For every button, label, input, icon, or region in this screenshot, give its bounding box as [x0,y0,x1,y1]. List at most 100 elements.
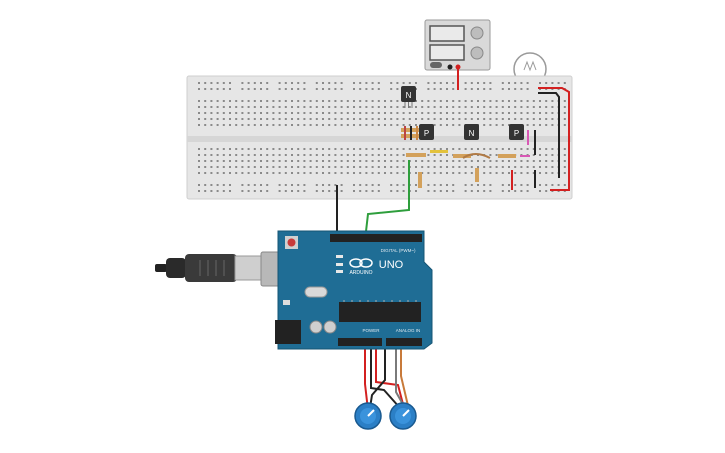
breadboard-hole [309,172,312,174]
breadboard-hole [458,106,461,108]
breadboard-hole [501,190,504,192]
breadboard-hole [272,148,275,150]
arduino-uno-board[interactable]: DIGITAL (PWM~) ARDUINO UNO [275,230,433,350]
breadboard-hole [551,106,554,108]
breadboard-hole [433,112,436,114]
breadboard-hole [402,172,405,174]
breadboard-hole [526,112,529,114]
breadboard-hole [371,184,374,186]
breadboard-hole [514,148,517,150]
breadboard-hole [260,118,262,120]
breadboard-hole [278,154,281,156]
breadboard-hole [501,148,504,150]
breadboard-hole [241,88,244,90]
breadboard-hole [520,82,523,84]
potentiometer-icon[interactable] [389,402,417,430]
svg-text:P: P [514,129,519,138]
breadboard-hole [210,118,213,120]
breadboard-hole [297,82,300,84]
transistor-p1[interactable]: P [419,124,434,140]
breadboard-hole [433,160,436,162]
breadboard-hole [284,112,287,114]
breadboard-hole [204,184,207,186]
svg-text:ARDUINO: ARDUINO [349,270,372,276]
breadboard-hole [303,100,306,102]
breadboard-hole [284,166,287,168]
transistor-n2[interactable]: N [464,124,479,140]
breadboard-hole [415,166,417,168]
breadboard-hole [514,184,517,186]
resistor[interactable] [406,153,426,157]
breadboard-hole [464,106,467,108]
usb-cable-icon[interactable] [155,251,300,287]
breadboard-hole [377,184,380,186]
digital-header[interactable] [330,234,422,242]
power-header[interactable] [338,338,382,346]
breadboard-hole [421,172,424,174]
breadboard-hole [359,148,362,150]
breadboard-hole [322,118,324,120]
breadboard-hole [266,88,269,90]
breadboard-hole [377,112,380,114]
breadboard-hole [514,82,517,84]
breadboard-hole [439,100,442,102]
breadboard-hole [458,124,461,126]
resistor-group[interactable] [401,126,516,188]
breadboard-hole [235,118,238,120]
breadboard-hole [241,82,244,84]
power-supply[interactable] [424,19,491,71]
breadboard-hole [303,124,306,126]
breadboard-hole [340,118,343,120]
breadboard-hole [365,82,368,84]
analog-header[interactable] [386,338,422,346]
breadboard-hole [303,184,306,186]
breadboard-hole [278,82,281,84]
breadboard-hole [297,100,300,102]
breadboard-hole [340,184,343,186]
breadboard-hole [229,148,231,150]
breadboard-hole [427,172,430,174]
breadboard-hole [520,184,523,186]
breadboard-hole [483,82,486,84]
breadboard-hole [272,118,275,120]
breadboard-hole [297,112,300,114]
breadboard-hole [377,106,380,108]
breadboard-hole [260,154,262,156]
breadboard-hole [210,172,213,174]
breadboard-hole [402,82,405,84]
breadboard-hole [247,106,250,108]
breadboard-hole [501,100,504,102]
breadboard-hole [353,154,355,156]
breadboard-hole [396,124,399,126]
breadboard-hole [390,172,393,174]
breadboard-hole [334,106,337,108]
resistor[interactable] [498,154,516,158]
breadboard-hole [377,100,380,102]
breadboard-hole [563,124,566,126]
resistor[interactable] [453,154,471,158]
breadboard-hole [297,118,300,120]
transistor-n1[interactable]: N [401,86,416,108]
breadboard-hole [260,166,262,168]
breadboard-hole [328,124,331,126]
breadboard-hole [489,148,492,150]
breadboard-hole [514,106,517,108]
power-jack[interactable] [275,320,301,344]
breadboard-hole [204,190,207,192]
breadboard-hole [470,172,473,174]
breadboard-hole [303,82,306,84]
breadboard-hole [489,82,492,84]
breadboard-hole [253,184,256,186]
resistor[interactable] [418,172,422,188]
breadboard-hole [483,160,486,162]
breadboard-hole [291,124,293,126]
breadboard-hole [526,106,529,108]
transistor-p2[interactable]: P [509,124,524,140]
potentiometer-icon[interactable] [354,402,382,430]
resistor[interactable] [475,168,479,182]
breadboard-hole [353,190,355,192]
breadboard-hole [247,166,250,168]
breadboard-hole [545,100,548,102]
breadboard-hole [452,88,455,90]
